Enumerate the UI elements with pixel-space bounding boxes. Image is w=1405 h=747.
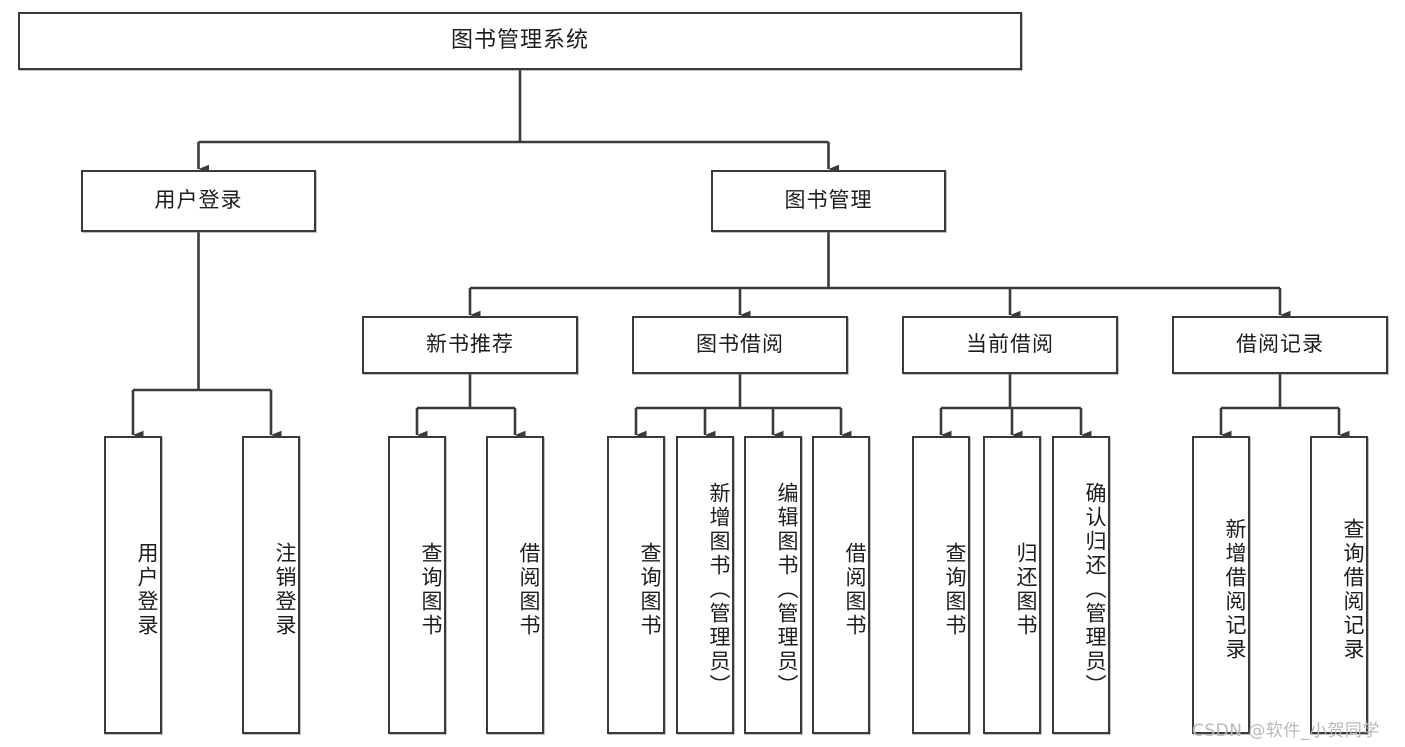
- leaf-node-user-login[interactable]: 用户登录: [104, 436, 162, 734]
- node-label: 确认归还（管理员）: [1083, 482, 1107, 698]
- leaf-node-add-borrow-record[interactable]: 新增借阅记录: [1192, 436, 1250, 734]
- leaf-node-query-borrow-record[interactable]: 查询借阅记录: [1310, 436, 1368, 734]
- node-current-borrowing[interactable]: 当前借阅: [902, 316, 1118, 374]
- node-label: 用户登录: [135, 542, 159, 638]
- node-label: 图书管理: [784, 188, 873, 213]
- leaf-node-query-book-borrow[interactable]: 查询图书: [607, 436, 665, 734]
- leaf-node-confirm-return-admin[interactable]: 确认归还（管理员）: [1052, 436, 1110, 734]
- node-label: 借阅图书: [517, 542, 541, 638]
- node-book-borrowing[interactable]: 图书借阅: [632, 316, 848, 374]
- leaf-node-query-book-current[interactable]: 查询图书: [912, 436, 970, 734]
- node-label: 借阅图书: [843, 542, 867, 638]
- node-label: 当前借阅: [966, 332, 1054, 357]
- node-borrowing-record[interactable]: 借阅记录: [1172, 316, 1388, 374]
- node-label: 查询图书: [419, 542, 443, 638]
- leaf-node-edit-book-admin[interactable]: 编辑图书（管理员）: [744, 436, 802, 734]
- node-label: 查询图书: [638, 542, 662, 638]
- node-label: 用户登录: [154, 188, 243, 213]
- leaf-node-user-logout[interactable]: 注销登录: [242, 436, 300, 734]
- node-label: 新增借阅记录: [1223, 518, 1247, 662]
- leaf-node-query-book-rec[interactable]: 查询图书: [388, 436, 446, 734]
- node-book-management[interactable]: 图书管理: [711, 170, 946, 232]
- node-label: 编辑图书（管理员）: [775, 482, 799, 698]
- node-label: 归还图书: [1014, 542, 1038, 638]
- node-label: 新书推荐: [426, 332, 514, 357]
- node-label: 查询借阅记录: [1341, 518, 1365, 662]
- csdn-watermark: CSDN @软件_小贺同学: [1192, 721, 1380, 741]
- leaf-node-borrow-book-rec[interactable]: 借阅图书: [486, 436, 544, 734]
- node-label: 查询图书: [943, 542, 967, 638]
- node-label: 新增图书（管理员）: [707, 482, 731, 698]
- leaf-node-return-book[interactable]: 归还图书: [983, 436, 1041, 734]
- node-label: 图书管理系统: [450, 27, 589, 53]
- node-label: 借阅记录: [1236, 332, 1324, 357]
- node-root-book-management-system[interactable]: 图书管理系统: [18, 12, 1022, 70]
- node-label: 图书借阅: [696, 332, 784, 357]
- leaf-node-add-book-admin[interactable]: 新增图书（管理员）: [676, 436, 734, 734]
- node-user-login[interactable]: 用户登录: [81, 170, 316, 232]
- leaf-node-borrow-book[interactable]: 借阅图书: [812, 436, 870, 734]
- node-new-book-recommendation[interactable]: 新书推荐: [362, 316, 578, 374]
- node-label: 注销登录: [273, 542, 297, 638]
